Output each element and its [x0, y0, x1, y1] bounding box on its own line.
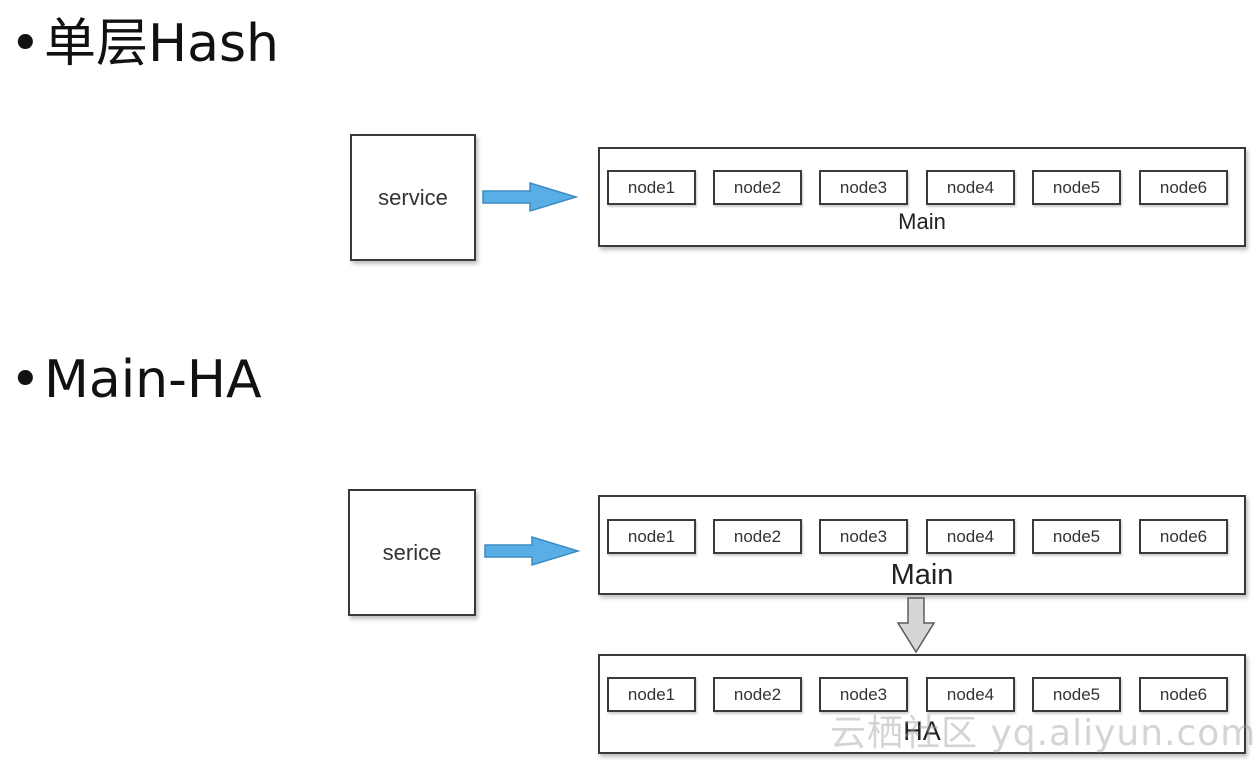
node-box: node5	[1032, 519, 1121, 554]
node-box: node6	[1139, 677, 1228, 712]
ha-cluster-box: node1 node2 node3 node4 node5 node6 HA	[598, 654, 1246, 754]
node-box: node3	[819, 519, 908, 554]
node-box: node6	[1139, 519, 1228, 554]
section-heading-main-ha: •Main-HA	[10, 350, 262, 410]
section-title: Main-HA	[44, 350, 262, 410]
node-box: node1	[607, 677, 696, 712]
main-cluster-box: node1 node2 node3 node4 node5 node6 Main	[598, 495, 1246, 595]
node-box: node2	[713, 519, 802, 554]
main-label: Main	[898, 209, 946, 234]
flow-arrow-icon	[484, 535, 581, 567]
bullet: •	[10, 350, 41, 410]
main-label: Main	[890, 559, 954, 591]
node-box: node4	[926, 170, 1015, 205]
node-box: node1	[607, 170, 696, 205]
watermark: 云栖社区 yq.aliyun.com	[830, 713, 1257, 754]
bullet: •	[10, 14, 41, 74]
node-box: node2	[713, 677, 802, 712]
node-box: node1	[607, 519, 696, 554]
node-box: node4	[926, 677, 1015, 712]
flow-arrow-icon	[482, 181, 579, 213]
ha-label: HA	[903, 716, 941, 746]
main-cluster-box: node1 node2 node3 node4 node5 node6 Main	[598, 147, 1246, 247]
section-heading-single-hash: •单层Hash	[10, 14, 279, 74]
node-box: node3	[819, 677, 908, 712]
replica-down-arrow-icon	[896, 597, 936, 654]
service-box: serice	[348, 489, 476, 616]
node-box: node2	[713, 170, 802, 205]
node-box: node3	[819, 170, 908, 205]
section-title: 单层Hash	[44, 14, 280, 74]
node-box: node5	[1032, 170, 1121, 205]
service-box: service	[350, 134, 476, 261]
node-box: node5	[1032, 677, 1121, 712]
node-box: node6	[1139, 170, 1228, 205]
service-label: serice	[382, 539, 442, 565]
node-box: node4	[926, 519, 1015, 554]
service-label: service	[378, 184, 448, 210]
